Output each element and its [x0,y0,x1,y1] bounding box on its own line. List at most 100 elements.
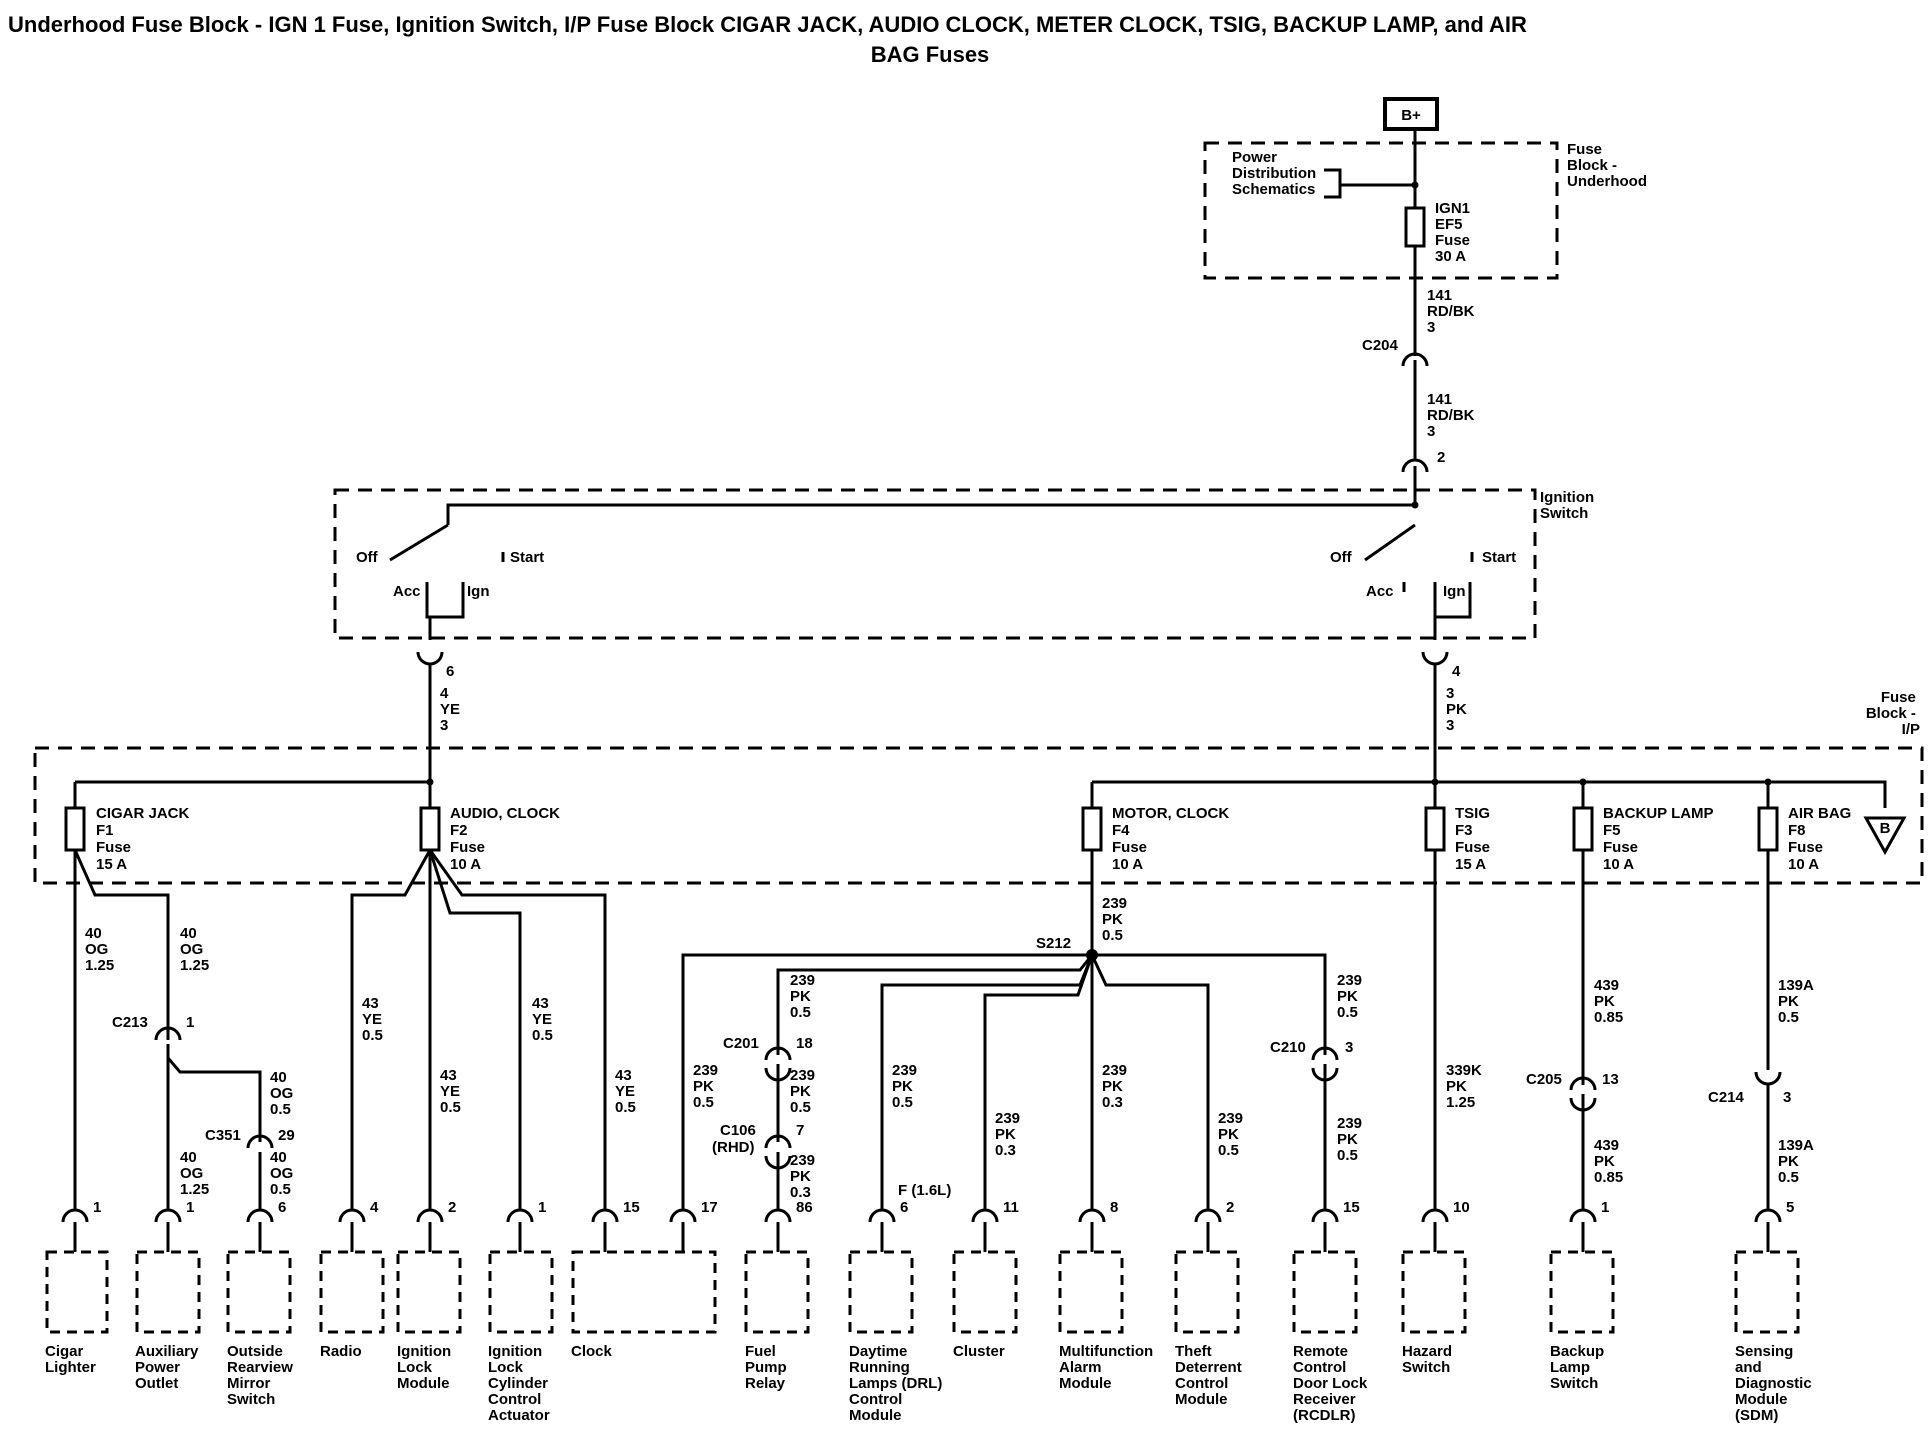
drl-variant-label: F (1.6L) [898,1182,951,1199]
right-switch-off: Off [1330,549,1353,566]
component-box [226,1250,292,1334]
power-distribution-ref: Power Distribution Schematics [1232,149,1320,198]
component-pin: 1 [186,1199,194,1216]
fuse-f5: BACKUP LAMP F5 Fuse 10 A [1572,805,1717,873]
component-connector [1569,1208,1597,1223]
ignition-switch-label: Ignition Switch [1540,489,1598,522]
component-pin: 2 [1226,1199,1234,1216]
wire-141-b: 141 RD/BK 3 [1427,391,1479,440]
component-pin-2: 17 [701,1199,718,1216]
component-connector [1078,1208,1106,1223]
component-box [571,1250,717,1334]
component-pin: 2 [448,1199,456,1216]
ign-switch-pin4-label: 4 [1452,663,1461,680]
right-switch-start: Start [1482,549,1516,566]
component-box [1174,1250,1240,1334]
c106-pin: 7 [796,1122,804,1139]
svg-text:AUDIO, CLOCK F2 Fu: AUDIO, CLOCK F2 Fuse 10 A [450,805,564,873]
component-pin: 1 [93,1199,101,1216]
ref-b-label: B [1880,820,1891,837]
ign-switch-pin2-connector [1401,458,1429,473]
component-connector [1421,1208,1449,1223]
component-box [744,1250,810,1334]
c214-label: C214 [1708,1089,1745,1106]
left-switch-off: Off [356,549,379,566]
ign-switch-pin6-connector [416,651,444,666]
component-box [135,1250,201,1334]
svg-text:B+: B+ [1401,107,1421,124]
component-box [848,1250,914,1334]
svg-text:TSIG F3 Fuse: TSIG F3 Fuse 15 A [1455,805,1494,873]
c213-label: C213 [112,1014,148,1031]
component-pin: 15 [1343,1199,1360,1216]
left-switch-acc: Acc [393,583,421,600]
wire-3-pk: 3 PK 3 [1446,685,1471,734]
component-box [319,1250,385,1334]
svg-text:BACKUP LAMP F5 Fus: BACKUP LAMP F5 Fuse 10 A [1603,805,1717,873]
component-connector [61,1208,89,1223]
component-pin: 1 [538,1199,546,1216]
fuse-block-ip-label: Fuse Block - I/P [1866,689,1920,738]
component-connector [591,1208,619,1223]
wire-4-ye: 4 YE 3 [440,685,464,734]
component-box [396,1250,462,1334]
component-pin: 1 [1601,1199,1609,1216]
component-pin: 11 [1003,1199,1019,1216]
c351-connector [246,1134,274,1149]
component-connector [506,1208,534,1223]
component-label: Cluster [953,1343,1005,1360]
fuse-f8: AIR BAG F8 Fuse 10 A [1757,805,1851,873]
c201-connector [764,1046,792,1061]
fuse-f2: AUDIO, CLOCK F2 Fuse 10 A [419,805,564,873]
c205-pin: 13 [1602,1071,1619,1088]
bplus-source: B+ [1383,97,1439,131]
component-connector [154,1208,182,1223]
c213-connector [154,1026,182,1041]
c351-label: C351 [205,1127,241,1144]
component-pin: 6 [900,1199,908,1216]
c201-label: C201 [723,1035,759,1052]
c205-connector [1569,1076,1597,1091]
component-pin: 4 [370,1199,379,1216]
component-pin: 5 [1786,1199,1794,1216]
component-box [952,1250,1018,1334]
component-box [488,1250,554,1334]
c351-pin: 29 [278,1127,295,1144]
fuse-block-ip-outline [33,746,1924,885]
component-box [45,1250,109,1334]
component-connector [416,1208,444,1223]
c210-label: C210 [1270,1039,1306,1056]
svg-text:MOTOR, CLOCK F4 Fu: MOTOR, CLOCK F4 Fuse 10 A [1112,805,1233,873]
c204-connector [1401,352,1429,367]
c214-connector [1754,1071,1782,1086]
